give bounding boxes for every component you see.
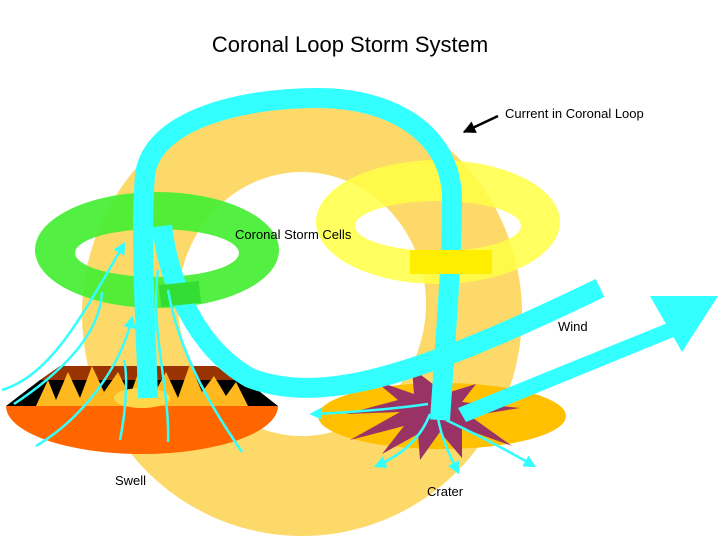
green-storm-cell bbox=[34, 191, 280, 309]
green-cell-patch bbox=[158, 280, 202, 308]
yellow-cell-patch bbox=[410, 250, 492, 274]
streamlines bbox=[1, 241, 537, 475]
diagram-title: Coronal Loop Storm System bbox=[211, 32, 489, 57]
label-storm-cells: Coronal Storm Cells bbox=[235, 227, 352, 242]
current-pointer-arrow bbox=[462, 114, 499, 134]
label-swell: Swell bbox=[115, 473, 147, 488]
streamline bbox=[436, 417, 460, 475]
label-current: Current in Coronal Loop bbox=[505, 106, 644, 121]
streamline bbox=[154, 269, 170, 443]
streamline bbox=[445, 418, 537, 468]
wind-arrow-head bbox=[650, 296, 718, 352]
streamline bbox=[166, 289, 244, 453]
label-crater: Crater bbox=[427, 484, 464, 499]
streamline bbox=[35, 315, 136, 448]
streamline bbox=[1, 241, 126, 392]
streamline bbox=[309, 402, 429, 420]
wind-arrow bbox=[458, 296, 718, 422]
streamline bbox=[13, 291, 104, 406]
yellow-storm-cell bbox=[316, 160, 560, 284]
streamline bbox=[373, 413, 432, 468]
wind-arrow-shaft bbox=[458, 322, 676, 422]
label-wind: Wind bbox=[558, 319, 588, 334]
streamline bbox=[118, 359, 128, 441]
